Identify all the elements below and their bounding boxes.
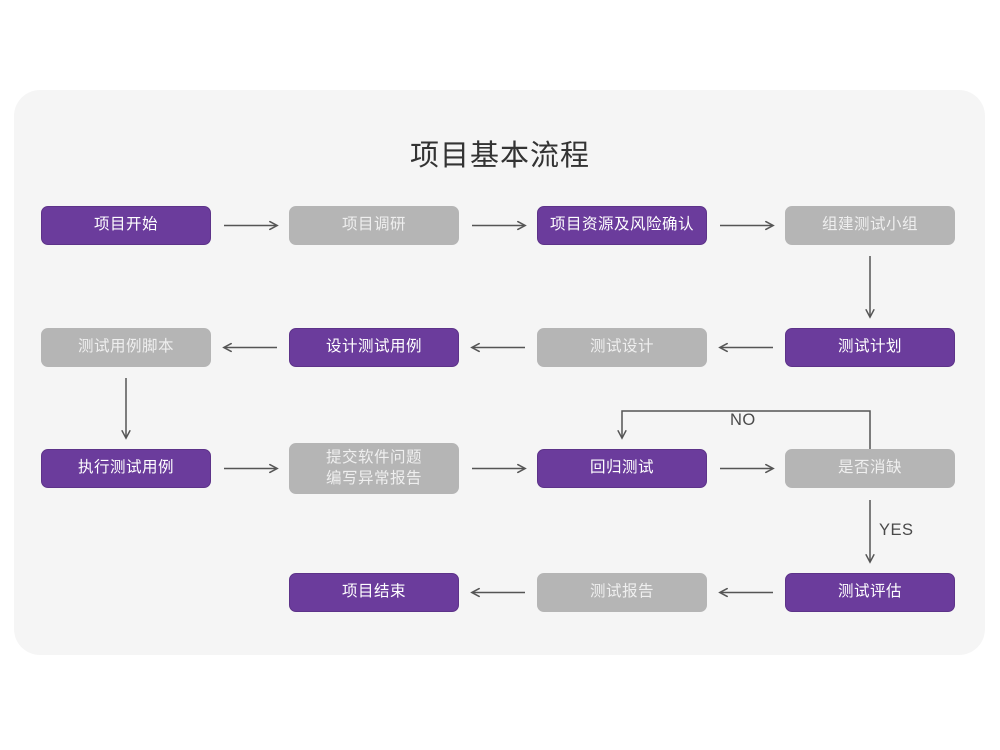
node-n2[interactable]: 项目调研 xyxy=(289,206,459,245)
node-n12[interactable]: 是否消缺 xyxy=(785,449,955,488)
node-n10[interactable]: 提交软件问题 编写异常报告 xyxy=(289,443,459,494)
node-n11[interactable]: 回归测试 xyxy=(537,449,707,488)
node-n15[interactable]: 测试评估 xyxy=(785,573,955,612)
node-n5[interactable]: 测试用例脚本 xyxy=(41,328,211,367)
edge-label-no: NO xyxy=(730,411,756,429)
node-n4[interactable]: 组建测试小组 xyxy=(785,206,955,245)
diagram-card xyxy=(14,90,985,655)
node-n3[interactable]: 项目资源及风险确认 xyxy=(537,206,707,245)
node-n13[interactable]: 项目结束 xyxy=(289,573,459,612)
node-n7[interactable]: 测试设计 xyxy=(537,328,707,367)
node-n8[interactable]: 测试计划 xyxy=(785,328,955,367)
page-title: 项目基本流程 xyxy=(409,140,590,172)
node-n14[interactable]: 测试报告 xyxy=(537,573,707,612)
edge-label-yes: YES xyxy=(879,521,914,539)
node-n1[interactable]: 项目开始 xyxy=(41,206,211,245)
node-n6[interactable]: 设计测试用例 xyxy=(289,328,459,367)
node-n9[interactable]: 执行测试用例 xyxy=(41,449,211,488)
